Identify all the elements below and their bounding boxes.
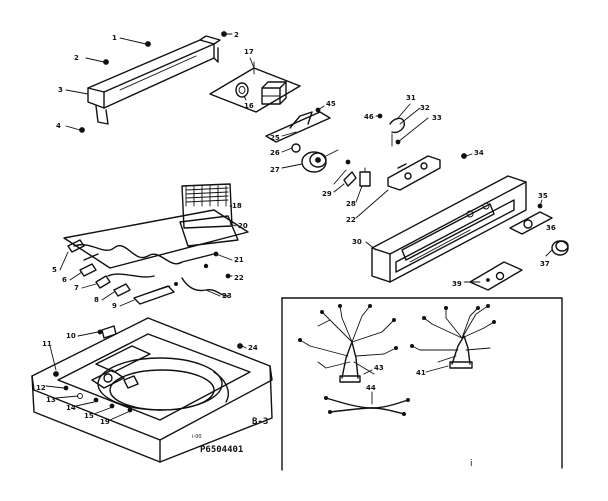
callout-31: 31	[406, 94, 416, 102]
callout-25: 25	[270, 134, 280, 142]
callout-41: 41	[416, 369, 426, 377]
callout-29: 29	[322, 190, 332, 198]
callout-44: 44	[366, 384, 376, 392]
callout-18: 18	[232, 202, 242, 210]
wiring-21	[73, 243, 231, 279]
screw-2b	[85, 57, 109, 65]
callout-28: 28	[346, 200, 356, 208]
timer-motor-17	[261, 81, 287, 105]
small-mark: i-00	[192, 434, 202, 440]
switch-28	[359, 167, 371, 187]
screw-2a	[221, 31, 233, 37]
callout-22a: 22	[346, 216, 356, 224]
screw-12	[63, 385, 69, 391]
bracket-assembly	[387, 155, 441, 191]
leader-lines	[45, 57, 553, 421]
spring-31	[389, 117, 405, 147]
screw-15	[109, 403, 115, 409]
callout-16: 16	[244, 102, 254, 110]
top-cover-24	[31, 317, 273, 463]
screw-14	[93, 397, 99, 403]
callout-4: 4	[56, 122, 61, 130]
console-bracket	[87, 35, 221, 125]
callout-39: 39	[452, 280, 462, 288]
harness-41	[409, 303, 496, 369]
callout-9: 9	[112, 302, 117, 310]
callout-11: 11	[42, 340, 52, 348]
screw-34	[461, 153, 473, 159]
callout-1: 1	[112, 34, 117, 42]
callout-34: 34	[474, 149, 484, 157]
callout-20: 20	[238, 222, 248, 230]
knob-26	[291, 143, 301, 153]
section-code: B-3	[252, 417, 268, 427]
callout-45: 45	[326, 100, 336, 108]
callout-14: 14	[66, 404, 76, 412]
terminal-5	[67, 239, 85, 253]
callout-37: 37	[540, 260, 550, 268]
callout-36: 36	[546, 224, 556, 232]
harness-43	[297, 303, 398, 383]
callout-43: 43	[374, 364, 384, 372]
terminal-strip-9	[133, 281, 178, 305]
callout-labels: 1 2 2 3 4 17 16 45 25 26 27 29 28 22 31 …	[36, 31, 556, 426]
callout-30: 30	[352, 238, 362, 246]
callout-3: 3	[58, 86, 63, 94]
switch-plate-25	[265, 111, 331, 143]
callout-26: 26	[270, 149, 280, 157]
screw-4	[65, 125, 85, 133]
rotary-switch-27	[301, 149, 339, 173]
callout-24: 24	[248, 344, 258, 352]
callout-13: 13	[46, 396, 56, 404]
callout-23: 23	[222, 292, 232, 300]
callout-12: 12	[36, 384, 46, 392]
callout-15: 15	[84, 412, 94, 420]
inset-box	[281, 297, 563, 471]
clip-29	[333, 159, 357, 187]
timer-knob-16	[235, 82, 249, 98]
terminal-6	[79, 263, 97, 277]
terminal-8	[113, 283, 131, 297]
harness-board-20	[63, 209, 249, 269]
callout-27: 27	[270, 166, 280, 174]
callout-33: 33	[432, 114, 442, 122]
callout-19: 19	[100, 418, 110, 426]
callout-2a: 2	[234, 31, 239, 39]
callout-10: 10	[66, 332, 76, 340]
screw-11	[53, 371, 59, 377]
callout-17: 17	[244, 48, 254, 56]
callout-21: 21	[234, 256, 244, 264]
callout-32: 32	[420, 104, 430, 112]
terminal-7	[95, 275, 111, 289]
screw-19	[127, 407, 133, 413]
callout-2b: 2	[74, 54, 79, 62]
callout-6: 6	[62, 276, 67, 284]
callout-22b: 22	[234, 274, 244, 282]
console-panel-30	[371, 175, 527, 283]
knob-37	[551, 240, 569, 256]
screw-1	[119, 37, 151, 47]
callout-8: 8	[94, 296, 99, 304]
wire-44	[323, 395, 410, 416]
part-code: P6504401	[200, 445, 243, 455]
corner-mark: i	[470, 459, 473, 469]
knob-bracket-35	[509, 211, 553, 235]
timer-mount-plate	[209, 67, 301, 113]
bracket-39	[469, 261, 523, 291]
lid-switch-assembly	[91, 369, 139, 389]
callout-35: 35	[538, 192, 548, 200]
callout-46: 46	[364, 113, 374, 121]
callout-5: 5	[52, 266, 57, 274]
callout-7: 7	[74, 284, 79, 292]
screw-10	[97, 325, 117, 339]
